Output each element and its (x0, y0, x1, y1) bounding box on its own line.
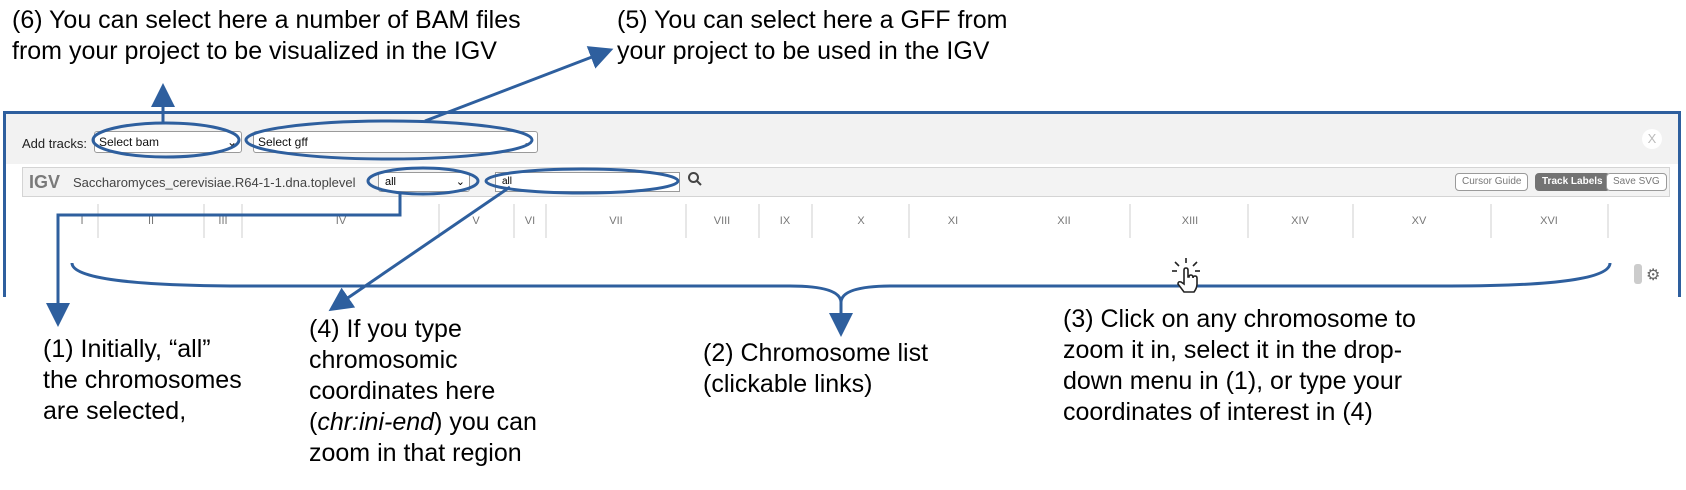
annotation-1: (1) Initially, “all” the chromosomes are… (43, 334, 242, 427)
scrollbar-handle[interactable] (1634, 264, 1642, 284)
gear-icon[interactable]: ⚙ (1646, 267, 1661, 284)
annotation-3-line: zoom it in, select it in the drop- (1063, 336, 1403, 364)
igv-navbar: IGV Saccharomyces_cerevisiae.R64-1-1.dna… (22, 167, 1670, 197)
locus-input[interactable]: all (495, 172, 680, 192)
bam-select-value: Select bam (99, 135, 160, 149)
annotation-4: (4) If you type chromosomic coordinates … (309, 314, 537, 469)
chevron-down-icon: ⌄ (522, 135, 533, 149)
annotation-4-line: chromosomic (309, 346, 458, 374)
cursor-guide-button[interactable]: Cursor Guide (1455, 173, 1529, 191)
annotation-3-line: down menu in (1), or type your (1063, 367, 1403, 395)
annotation-2-line: (2) Chromosome list (703, 339, 929, 367)
chromosome-select-value: all (385, 176, 397, 188)
track-labels-button[interactable]: Track Labels (1535, 173, 1610, 191)
gff-select-value: Select gff (258, 135, 308, 149)
annotation-1-line: (1) Initially, “all” (43, 335, 211, 363)
annotation-5-line: your project to be used in the IGV (617, 37, 990, 65)
close-icon[interactable]: X (1642, 129, 1662, 149)
bam-select[interactable]: Select bam ⌄ (94, 131, 242, 153)
chromosome-link-XI[interactable]: XI (948, 215, 958, 227)
annotation-6: (6) You can select here a number of BAM … (12, 5, 521, 67)
annotation-2-line: (clickable links) (703, 370, 873, 398)
annotation-6-line: from your project to be visualized in th… (12, 37, 497, 65)
annotation-2: (2) Chromosome list (clickable links) (703, 338, 928, 400)
annotation-5-line: (5) You can select here a GFF from (617, 6, 1008, 34)
chromosome-link-XIII[interactable]: XIII (1182, 215, 1199, 227)
save-svg-button[interactable]: Save SVG (1606, 173, 1667, 191)
chromosome-link-I[interactable]: I (80, 215, 83, 227)
search-icon[interactable] (687, 171, 703, 187)
chromosome-link-IV[interactable]: IV (336, 215, 347, 227)
chromosome-link-XIV[interactable]: XIV (1291, 215, 1309, 227)
annotation-3-line: coordinates of interest in (4) (1063, 398, 1373, 426)
chromosome-link-VI[interactable]: VI (525, 215, 535, 227)
annotation-3: (3) Click on any chromosome to zoom it i… (1063, 304, 1416, 428)
chromosome-link-XV[interactable]: XV (1412, 215, 1427, 227)
chromosome-link-XVI[interactable]: XVI (1540, 215, 1558, 227)
annotation-4-italic: chr:ini-end (317, 408, 435, 436)
igv-panel: Add tracks: Select bam ⌄ Select gff ⌄ X … (3, 111, 1681, 297)
annotation-3-line: (3) Click on any chromosome to (1063, 305, 1416, 333)
annotation-6-line: (6) You can select here a number of BAM … (12, 6, 521, 34)
annotation-4-line: zoom in that region (309, 439, 522, 467)
chromosome-select[interactable]: all ⌄ (378, 172, 470, 192)
annotation-1-line: the chromosomes (43, 366, 242, 394)
genome-label: Saccharomyces_cerevisiae.R64-1-1.dna.top… (73, 175, 356, 190)
chromosome-link-XII[interactable]: XII (1057, 215, 1070, 227)
gff-select[interactable]: Select gff ⌄ (253, 131, 538, 153)
annotation-1-line: are selected, (43, 397, 187, 425)
annotation-4-paren: ( (309, 408, 318, 436)
chromosome-link-III[interactable]: III (218, 215, 227, 227)
annotation-4-rest: ) you can (434, 408, 537, 436)
igv-logo: IGV (29, 172, 61, 192)
chromosome-link-VII[interactable]: VII (609, 215, 622, 227)
chromosome-link-V[interactable]: V (472, 215, 480, 227)
add-tracks-label: Add tracks: (22, 136, 88, 151)
annotation-4-line: (chr:ini-end) you can (309, 407, 537, 438)
annotation-5: (5) You can select here a GFF from your … (617, 5, 1007, 67)
chevron-down-icon: ⌄ (226, 135, 237, 149)
chromosome-link-II[interactable]: II (148, 215, 154, 227)
annotation-4-line: coordinates here (309, 377, 496, 405)
chevron-down-icon: ⌄ (455, 176, 465, 188)
chromosome-link-VIII[interactable]: VIII (714, 215, 731, 227)
annotation-4-line: (4) If you type (309, 315, 462, 343)
chromosome-link-IX[interactable]: IX (780, 215, 791, 227)
add-tracks-bar: Add tracks: Select bam ⌄ Select gff ⌄ X (6, 114, 1678, 164)
chromosome-link-X[interactable]: X (857, 215, 865, 227)
